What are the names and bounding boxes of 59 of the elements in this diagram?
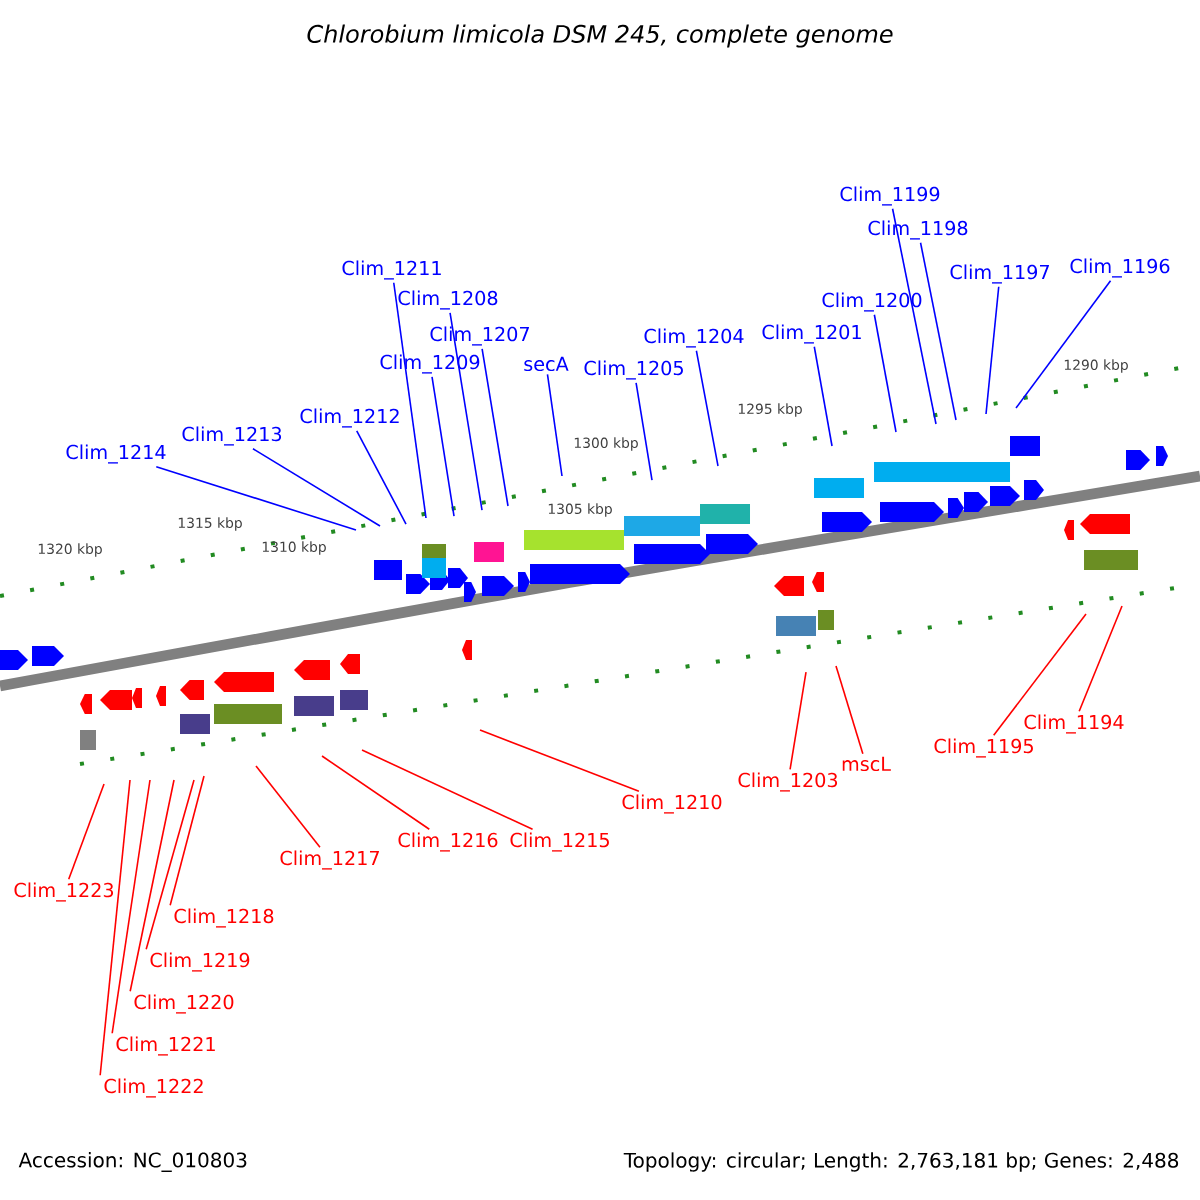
- leader-line: [252, 447, 381, 527]
- gene-label: Clim_1221: [116, 1036, 215, 1056]
- footer-text: Accession: NC_010803: [18, 1152, 247, 1172]
- leader-line: [835, 665, 864, 755]
- gene-label: Clim_1214: [66, 444, 166, 464]
- gene-label: Clim_1194: [1024, 714, 1124, 734]
- footer-text: Topology: circular; Length: 2,763,181 bp; Genes: 2,488: [623, 1152, 1179, 1172]
- leader-line: [985, 285, 1000, 415]
- gene-label: Clim_1197: [950, 264, 1049, 284]
- leader-line: [635, 381, 653, 481]
- leader-line: [99, 779, 131, 1077]
- gene-label: Clim_1212: [300, 408, 399, 428]
- leader-line: [361, 749, 534, 831]
- leader-line: [546, 373, 563, 477]
- leader-line: [67, 783, 105, 881]
- leader-line: [992, 613, 1087, 737]
- gene-label: Clim_1208: [398, 290, 498, 310]
- gene-label: secA: [524, 356, 569, 372]
- leader-line: [129, 779, 175, 993]
- gene-label: Clim_1220: [134, 994, 234, 1014]
- leader-line: [155, 465, 357, 531]
- gene-label: Clim_1203: [738, 772, 838, 792]
- gene-label: Clim_1219: [150, 952, 250, 972]
- gene-label: Clim_1217: [280, 850, 379, 870]
- gene-label: Clim_1205: [584, 360, 683, 380]
- leader-line: [431, 375, 455, 517]
- gene-label: Clim_1222: [104, 1078, 203, 1098]
- leader-line: [813, 345, 833, 447]
- gene-label: Clim_1216: [398, 832, 498, 852]
- gene-label: Clim_1196: [1070, 258, 1170, 278]
- leader-line: [479, 729, 640, 793]
- leader-line: [919, 241, 957, 421]
- leader-line: [355, 429, 407, 525]
- gene-label: Clim_1211: [342, 260, 441, 280]
- gene-label: Clim_1195: [934, 738, 1033, 758]
- leader-line: [1015, 279, 1112, 409]
- leader-line: [145, 779, 195, 951]
- leader-line: [891, 207, 937, 425]
- gene-label: Clim_1215: [510, 832, 609, 852]
- gene-label: Clim_1201: [762, 324, 861, 344]
- gene-label: Clim_1199: [840, 186, 940, 206]
- leader-line: [695, 349, 719, 467]
- gene-label: Clim_1218: [174, 908, 274, 928]
- title: Chlorobium limicola DSM 245, complete genome: [307, 24, 893, 48]
- leader-line: [392, 281, 427, 519]
- leader-line: [111, 779, 151, 1035]
- leader-line: [169, 775, 205, 907]
- leader-line: [481, 347, 509, 507]
- leader-line: [255, 765, 321, 849]
- leader-line: [321, 755, 431, 831]
- gene-label: Clim_1204: [644, 328, 744, 348]
- leader-line: [1078, 605, 1123, 713]
- leader-line: [449, 311, 483, 511]
- gene-label: Clim_1223: [14, 882, 114, 902]
- leader-line: [873, 313, 897, 433]
- gene-label: Clim_1210: [622, 794, 722, 814]
- gene-label: mscL: [842, 756, 891, 772]
- gene-label: Clim_1213: [182, 426, 282, 446]
- leader-line: [789, 671, 807, 771]
